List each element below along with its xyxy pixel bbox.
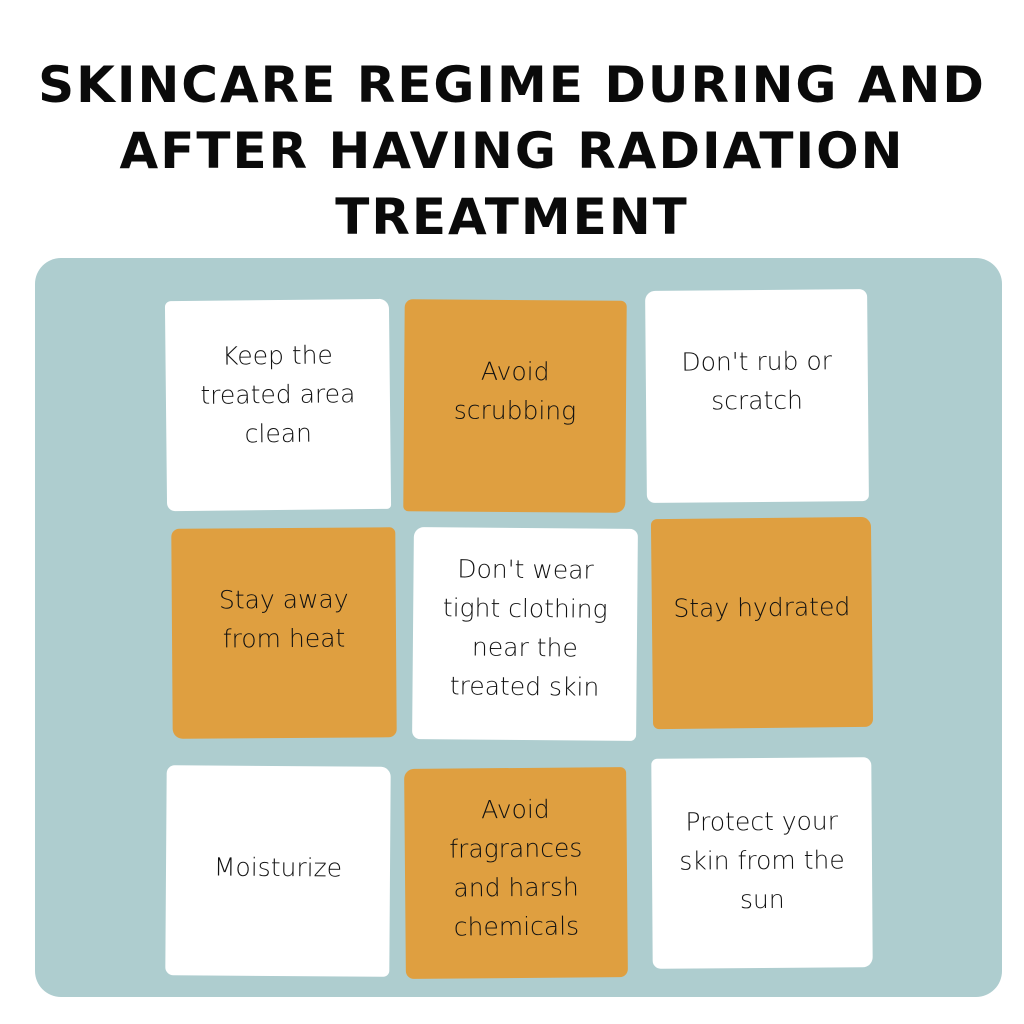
tip-card-text: Moisturize [213, 852, 343, 883]
tip-card-tight-clothing: Don't wear tight clothing near the treat… [412, 527, 638, 741]
tip-card-keep-clean: Keep the treated area clean [164, 298, 392, 512]
title-line-2: after having radiation [119, 122, 905, 180]
tip-card-avoid-fragrances: Avoid fragrances and harsh chemicals [404, 767, 628, 979]
tip-card-moisturize: Moisturize [165, 765, 391, 977]
tip-card-text: Avoid fragrances and harsh chemicals [449, 794, 583, 942]
page-title: Skincare regime during and after having … [0, 52, 1024, 250]
tip-card-text: Keep the treated area clean [200, 340, 356, 449]
tip-card-stay-hydrated: Stay hydrated [650, 516, 874, 730]
tip-card-dont-rub: Don't rub or scratch [645, 289, 869, 503]
tip-card-text: Stay hydrated [673, 592, 851, 623]
tip-card-text: Stay away from heat [218, 584, 349, 654]
title-line-1: Skincare regime during and [38, 56, 986, 114]
title-line-3: treatment [335, 188, 689, 246]
tip-card-stay-away-heat: Stay away from heat [171, 527, 397, 739]
tip-card-text: Avoid scrubbing [453, 356, 577, 426]
tip-card-text: Protect your skin from the sun [679, 806, 845, 915]
tip-card-protect-sun: Protect your skin from the sun [651, 757, 873, 969]
tip-card-text: Don't rub or scratch [681, 346, 833, 416]
tip-card-text: Don't wear tight clothing near the treat… [442, 554, 608, 702]
tip-card-avoid-scrubbing: Avoid scrubbing [403, 299, 627, 513]
